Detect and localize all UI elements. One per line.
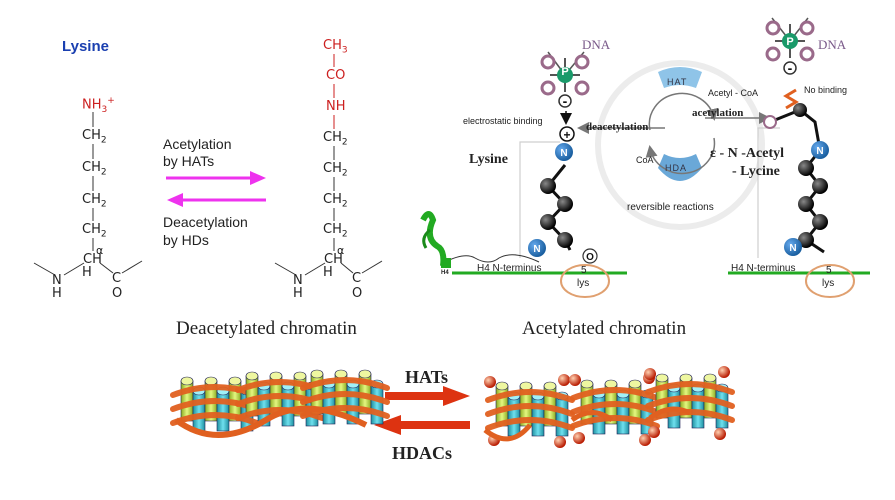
nh-group: NH — [326, 99, 346, 114]
n-atom: N — [52, 273, 62, 288]
ch2-group: CH2 — [323, 130, 348, 148]
h4-terminus-right: H4 N-terminus — [731, 263, 796, 274]
hdacs-label: HDACs — [392, 443, 453, 463]
electrostatic-binding-label: electrostatic binding — [463, 116, 543, 126]
o-atom: O — [352, 286, 363, 301]
lysine-sidechain-right — [763, 103, 855, 298]
negative-charge: - — [563, 93, 568, 109]
hda-enzyme-label: HDA — [665, 163, 688, 173]
hat-enzyme-label: HAT — [667, 77, 688, 87]
negative-charge: - — [788, 60, 793, 76]
n-atom-label: N — [816, 146, 823, 157]
h4-terminus-left: H4 N-terminus — [477, 263, 542, 274]
ch2-group: CH2 — [323, 222, 348, 240]
dna-phosphate-left — [540, 51, 590, 125]
acetyl-coa-label: Acetyl - CoA — [708, 88, 759, 98]
coa-label: CoA — [636, 155, 654, 165]
positive-charge: + — [563, 128, 570, 142]
n-atom: N — [293, 273, 303, 288]
dna-label-left: DNA — [582, 37, 611, 52]
c-atom: C — [352, 271, 362, 286]
h-atom: H — [323, 265, 333, 280]
acetyl-lysine-label-line2: - Lycine — [732, 164, 780, 179]
lysine-sidechain-left — [528, 126, 610, 298]
amine-group: NH3+ — [82, 96, 115, 115]
acetylation-label-line2: by HATs — [163, 153, 215, 169]
h-atom: H — [293, 286, 303, 301]
deacetylation-arrow-label: deacetylation — [586, 121, 649, 133]
chromatin-arrows — [374, 386, 470, 435]
acetylation-label-line1: Acetylation — [163, 136, 232, 152]
ch2-group: CH2 — [82, 192, 107, 210]
acetyl-lysine-bonds — [274, 146, 383, 276]
c-atom: C — [112, 271, 122, 286]
phosphate-label: P — [786, 36, 793, 48]
atom-letters: N N N N P P - - + O — [533, 36, 823, 263]
chromatin-acetylated — [483, 366, 735, 448]
lysine-bonds — [33, 112, 143, 276]
lysine-title: Lysine — [62, 38, 109, 55]
n-atom-label: N — [533, 244, 540, 255]
deacetylation-label-line1: Deacetylation — [163, 214, 248, 230]
lys-number-left: 5 — [581, 265, 587, 276]
acetyl-lysine-label-line1: ε - N -Acetyl — [710, 146, 785, 161]
ch2-group: CH2 — [82, 160, 107, 178]
co-group: CO — [326, 68, 346, 83]
oxygen-label: O — [586, 252, 594, 263]
ch-group: CH — [324, 252, 343, 267]
ch2-group: CH2 — [82, 128, 107, 146]
lys-label-right: lys — [822, 278, 835, 289]
hats-label: HATs — [405, 367, 449, 387]
dna-phosphate-right — [765, 17, 815, 110]
reaction-arrows — [166, 171, 266, 207]
ch2-group: CH2 — [323, 161, 348, 179]
dna-label-right: DNA — [818, 37, 847, 52]
lys-number-right: 5 — [826, 265, 832, 276]
chromatin-deacetylated — [170, 369, 390, 438]
reversible-reactions-label: reversible reactions — [627, 202, 714, 213]
phosphate-label: P — [561, 66, 568, 78]
acetylated-chromatin-title: Acetylated chromatin — [522, 318, 687, 339]
ch2-group: CH2 — [323, 192, 348, 210]
ch3-group: CH3 — [323, 38, 348, 56]
acetylation-arrow-label: acetylation — [692, 107, 744, 119]
n-atom-label: N — [560, 148, 567, 159]
no-binding-label: No binding — [804, 85, 848, 95]
o-atom: O — [112, 286, 123, 301]
lys-label-left: lys — [577, 278, 590, 289]
reversible-cycle — [577, 60, 771, 230]
lysine-label: Lysine — [469, 152, 508, 167]
alpha-label: α — [96, 244, 104, 257]
ch2-group: CH2 — [82, 222, 107, 240]
h-atom: H — [82, 265, 92, 280]
alpha-label: α — [337, 244, 345, 257]
n-atom-label: N — [789, 243, 796, 254]
h-atom: H — [52, 286, 62, 301]
ch-group: CH — [83, 252, 102, 267]
deacetylated-chromatin-title: Deacetylated chromatin — [176, 318, 357, 339]
deacetylation-label-line2: by HDs — [163, 232, 209, 248]
h4-small-label: H4 — [441, 270, 449, 276]
histone-tail-icon — [420, 211, 540, 268]
